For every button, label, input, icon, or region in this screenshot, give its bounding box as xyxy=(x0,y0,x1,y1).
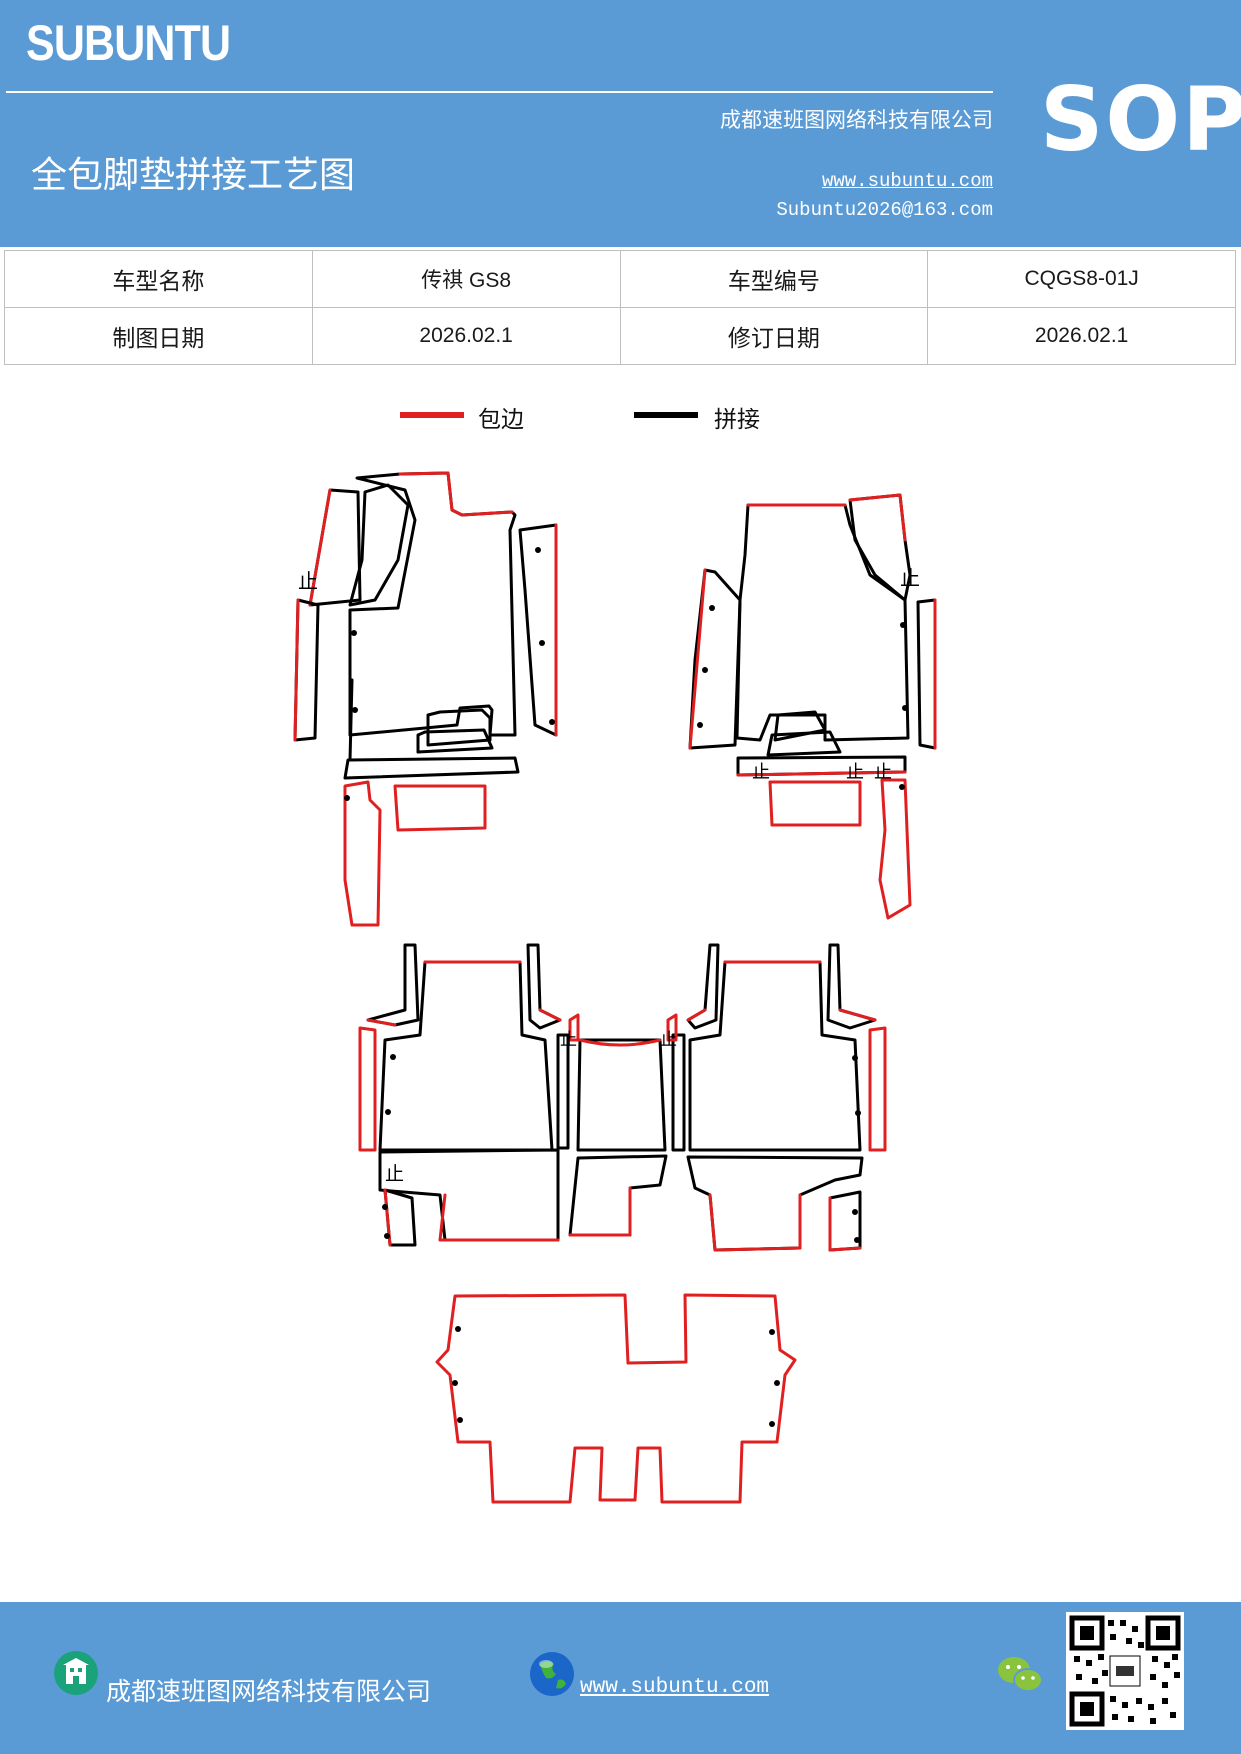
footer-website-link[interactable]: www.subuntu.com xyxy=(580,1676,770,1699)
info-table: 车型名称 传祺 GS8 车型编号 CQGS8-01J 制图日期 2026.02.… xyxy=(4,250,1236,365)
revision-date-label: 修订日期 xyxy=(619,307,929,365)
draw-date-value: 2026.02.1 xyxy=(311,307,621,365)
sop-badge: SOP xyxy=(1040,68,1241,171)
website-link[interactable]: www.subuntu.com xyxy=(821,170,993,192)
model-name-label: 车型名称 xyxy=(4,250,313,308)
table-row: 车型名称 传祺 GS8 车型编号 CQGS8-01J xyxy=(4,250,1236,308)
footer-banner: 成都速班图网络科技有限公司 www.subuntu.com xyxy=(0,1602,1241,1754)
globe-icon xyxy=(530,1652,574,1696)
header-divider xyxy=(6,91,993,93)
model-name-value: 传祺 GS8 xyxy=(311,250,621,308)
company-name: 成都速班图网络科技有限公司 xyxy=(720,108,993,132)
footer-company-name: 成都速班图网络科技有限公司 xyxy=(106,1677,432,1706)
legend-edge-swatch xyxy=(400,412,464,418)
stop-mark: 止 xyxy=(660,1030,677,1050)
page-title: 全包脚垫拼接工艺图 xyxy=(31,155,356,196)
passenger-front-mat: 止 止 止 止 xyxy=(688,493,937,920)
qr-code xyxy=(1066,1612,1184,1730)
third-row-mat xyxy=(435,1293,797,1504)
stop-mark: 止 xyxy=(752,762,770,783)
draw-date-label: 制图日期 xyxy=(4,307,313,365)
stop-mark: 止 xyxy=(874,762,892,783)
stop-mark: 止 xyxy=(900,566,920,590)
revision-date-value: 2026.02.1 xyxy=(927,307,1236,365)
model-code-value: CQGS8-01J xyxy=(927,250,1236,308)
model-code-label: 车型编号 xyxy=(619,250,929,308)
legend: 包边 拼接 xyxy=(400,400,780,440)
stop-mark: 止 xyxy=(846,762,864,783)
floor-mat-diagram: 止 止 止 止 止 xyxy=(293,471,937,1504)
stop-mark: 止 xyxy=(298,569,318,593)
stop-mark: 止 xyxy=(560,1030,577,1050)
legend-seam-label: 拼接 xyxy=(714,407,760,433)
wechat-icon xyxy=(998,1657,1043,1692)
driver-front-mat: 止 xyxy=(293,471,558,927)
brand-logo: SUBUNTU xyxy=(26,15,231,71)
legend-edge-label: 包边 xyxy=(478,407,524,433)
second-row-mats: 止 止 止 xyxy=(358,943,887,1252)
email-address: Subuntu2026@163.com xyxy=(776,199,993,221)
table-row: 制图日期 2026.02.1 修订日期 2026.02.1 xyxy=(4,307,1236,365)
building-icon xyxy=(54,1651,98,1695)
header-banner: SUBUNTU 成都速班图网络科技有限公司 全包脚垫拼接工艺图 www.subu… xyxy=(0,0,1241,247)
legend-seam-swatch xyxy=(634,412,698,418)
stop-mark: 止 xyxy=(385,1163,404,1185)
